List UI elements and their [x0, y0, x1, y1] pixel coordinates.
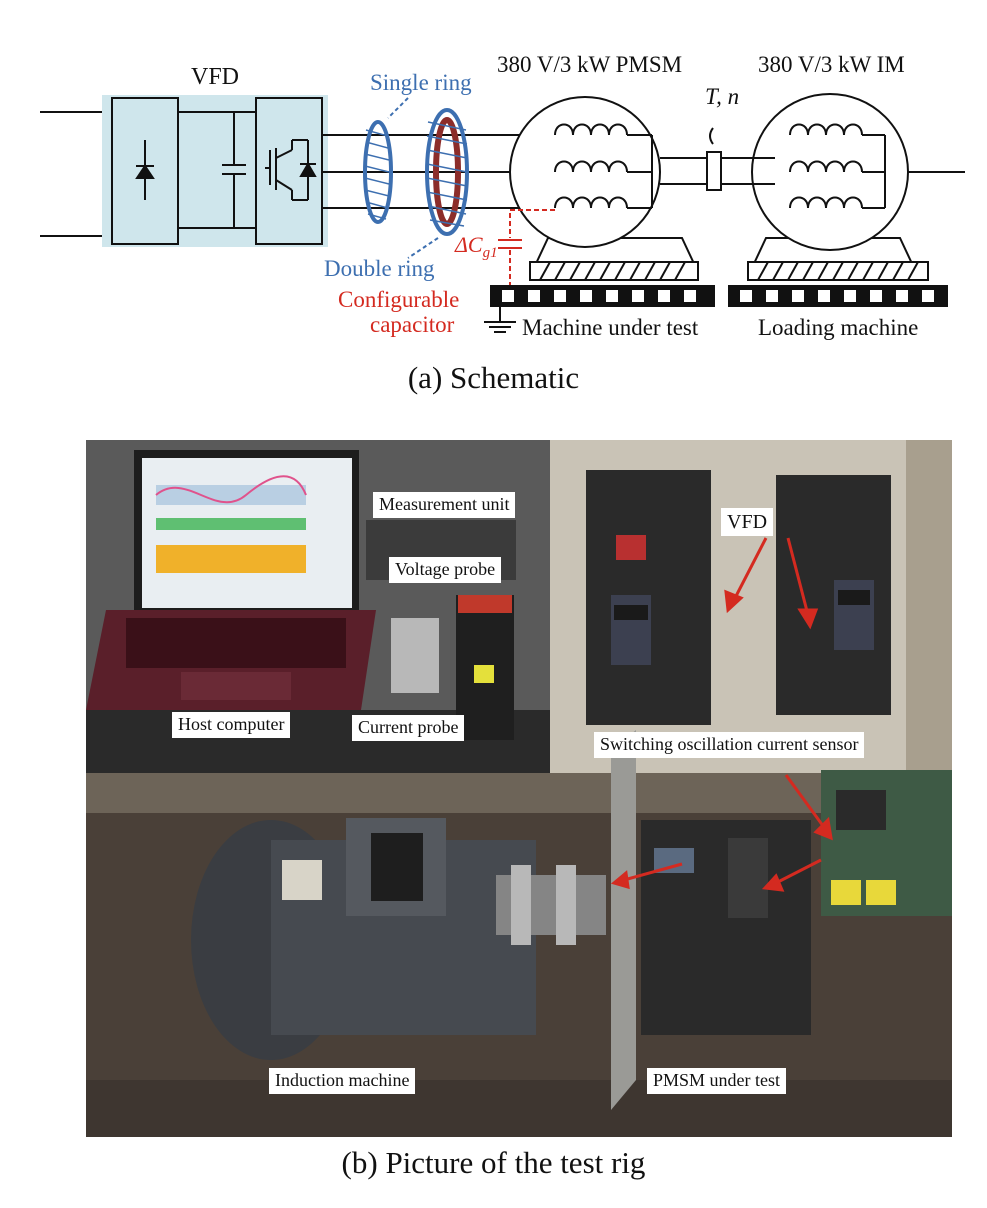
host-computer-label: Host computer: [172, 712, 291, 738]
machine-under-test-label: Machine under test: [522, 315, 699, 340]
double-ring-label: Double ring: [324, 256, 435, 281]
pmsm-rating-label: 380 V/3 kW PMSM: [497, 52, 682, 77]
schematic-diagram: VFD Single ring Double ring: [40, 52, 965, 340]
delta-cg-label: ΔCg1: [454, 232, 498, 261]
loading-machine-label: Loading machine: [758, 315, 918, 340]
laptop-screen: [134, 450, 359, 615]
igbt-icon: [265, 139, 317, 201]
vfd-photo-label: VFD: [721, 508, 774, 536]
mounting-plate: [611, 730, 636, 1110]
double-ring-coil: [425, 108, 469, 236]
configurable-capacitor-label-2: capacitor: [370, 312, 455, 337]
vfd-block: VFD: [102, 64, 328, 247]
vfd-drive-left: [586, 470, 711, 725]
voltage-probe-device: [456, 595, 514, 740]
configurable-capacitor: [498, 209, 555, 285]
test-rig-photo-drawing: [86, 440, 952, 1137]
voltage-probe-label: Voltage probe: [389, 557, 502, 583]
configurable-capacitor-label-1: Configurable: [338, 287, 459, 312]
im-machine: [747, 93, 965, 281]
ground-icon: [484, 307, 516, 333]
current-probe-device: [391, 618, 439, 693]
pmsm-motor-photo: [641, 820, 811, 1035]
single-ring-label: Single ring: [370, 70, 472, 95]
switching-sensor-label: Switching oscillation current sensor: [594, 732, 865, 758]
shaft-coupling-photo: [496, 865, 606, 945]
schematic-caption: (a) Schematic: [407, 360, 580, 395]
pmsm-under-test-label: PMSM under test: [647, 1068, 787, 1094]
measurement-unit-label: Measurement unit: [373, 492, 516, 518]
sensor-arrows: [610, 774, 833, 892]
input-lines: [40, 111, 112, 237]
induction-machine: [191, 818, 536, 1060]
induction-machine-label: Induction machine: [269, 1068, 416, 1094]
sensor-inset-photo: [821, 770, 952, 916]
test-rig-photo: Measurement unit Voltage probe VFD Host …: [86, 440, 952, 1137]
vfd-drive-right: [776, 475, 891, 715]
diode-icon: [135, 140, 155, 200]
base-plates: [490, 285, 948, 307]
laptop-keyboard: [86, 610, 376, 710]
torque-speed-label: T, n: [705, 84, 739, 109]
current-probe-label: Current probe: [352, 715, 465, 741]
single-ring-coil: [363, 120, 393, 224]
vfd-label: VFD: [191, 64, 239, 90]
pmsm-machine: [509, 96, 699, 281]
vfd-arrows: [724, 537, 819, 630]
im-rating-label: 380 V/3 kW IM: [758, 52, 905, 77]
shaft-coupling: [660, 127, 752, 191]
photo-caption: (b) Picture of the test rig: [341, 1145, 646, 1180]
